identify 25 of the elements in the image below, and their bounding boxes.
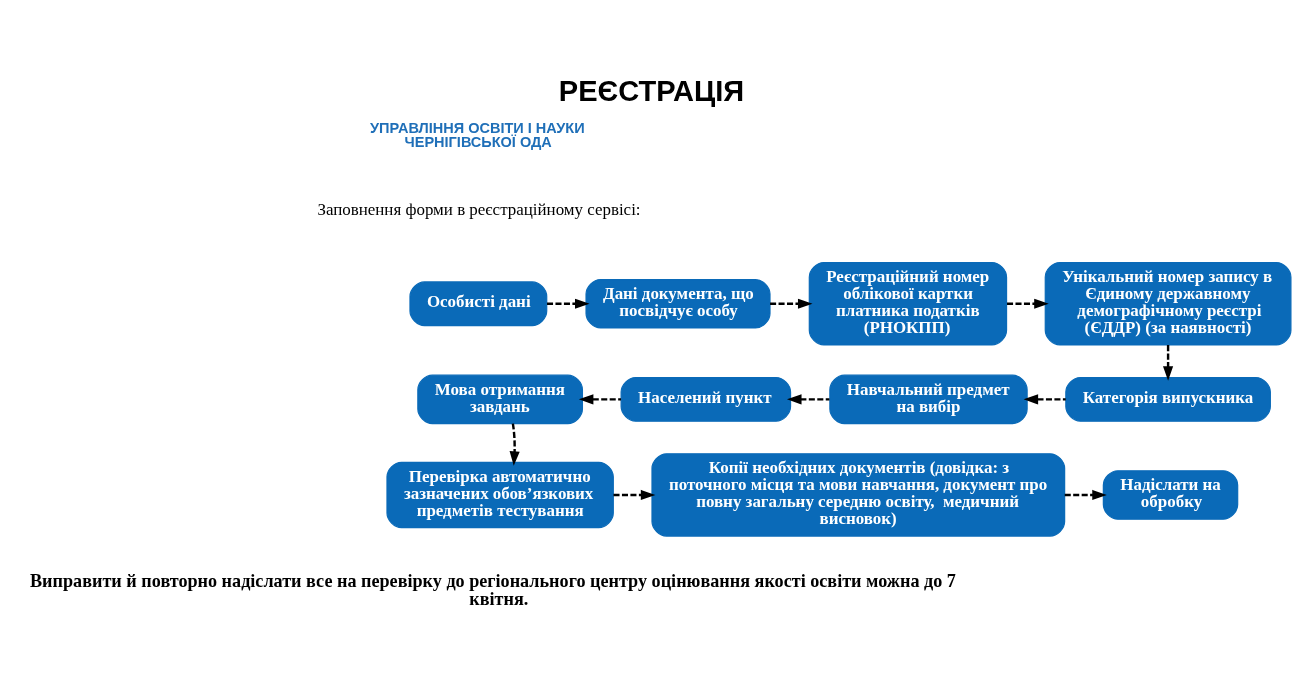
node-box: Навчальний предмет на вибір bbox=[829, 374, 1028, 424]
arrow bbox=[787, 393, 830, 404]
arrow bbox=[613, 489, 656, 500]
node-box: Категорія випускника bbox=[1065, 376, 1271, 422]
node-box: Населений пункт bbox=[620, 376, 792, 422]
node-box: Особисті дані bbox=[409, 280, 548, 326]
node-box: Мова отримання завдань bbox=[417, 374, 584, 424]
arrow bbox=[1064, 489, 1107, 500]
label: УПРАВЛІННЯ ОСВІТИ І НАУКИ ЧЕРНІГІВСЬКОЇ ОДА bbox=[370, 119, 585, 150]
node-box: Копії необхідних документів (довідка: з поточного місця та мови навчання, документ про повну загальну середню освіту, медичний висновок) bbox=[651, 452, 1066, 537]
arrow bbox=[547, 298, 590, 309]
arrow bbox=[1163, 344, 1174, 381]
node-box: Реєстраційний номер облікової картки платника податків (РНОКПП) bbox=[808, 261, 1008, 345]
label: Заповнення форми в реєстраційному сервісі: bbox=[317, 199, 641, 219]
arrow bbox=[1023, 393, 1066, 404]
node-box: Дані документа, що посвідчує особу bbox=[585, 278, 771, 329]
node-box: Перевірка автоматично зазначених обов’язкових предметів тестування bbox=[386, 461, 614, 528]
diagram-title: РЕЄСТРАЦІЯ bbox=[558, 74, 745, 107]
label: Виправити й повторно надіслати все на перевірку до регіонального центру оцінювання якості освіти можна до 7 квітня. bbox=[30, 570, 956, 609]
arrow bbox=[509, 422, 520, 466]
arrow bbox=[578, 393, 622, 404]
node-box: Унікальний номер запису в Єдиному державному демографічному реєстрі (ЄДДР) (за наявності) bbox=[1044, 261, 1292, 345]
node-box: Надіслати на обробку bbox=[1102, 469, 1239, 520]
arrow bbox=[770, 298, 813, 309]
arrow bbox=[1007, 298, 1049, 309]
